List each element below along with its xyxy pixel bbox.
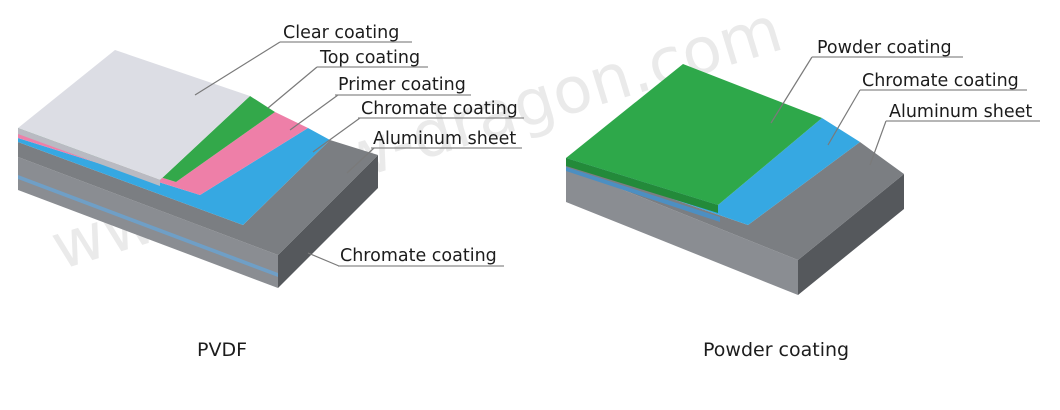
pvdf-chromate-bottom-layer	[18, 175, 278, 277]
pvdf-leader-chromate-top	[312, 117, 361, 153]
powder-aluminum-side	[798, 174, 904, 295]
powder-leader-powder	[770, 56, 813, 124]
pvdf-label-chromate-coating-bottom: Chromate coating	[340, 246, 497, 266]
pvdf-clear-layer-edge	[18, 128, 160, 186]
pvdf-aluminum-front	[18, 157, 278, 288]
powder-label-aluminum-sheet: Aluminum sheet	[889, 102, 1032, 122]
pvdf-chromate-top-layer	[18, 128, 330, 225]
powder-caption: Powder coating	[703, 339, 849, 361]
powder-diagram: Powder coating Chromate coating Aluminum…	[566, 38, 1040, 361]
powder-coating-layer	[566, 64, 822, 205]
pvdf-label-aluminum-sheet: Aluminum sheet	[373, 129, 516, 149]
pvdf-caption: PVDF	[197, 339, 247, 361]
pvdf-aluminum-side	[278, 155, 378, 288]
pvdf-leader-primer	[289, 94, 339, 131]
powder-aluminum-front	[566, 167, 798, 295]
pvdf-leader-top	[267, 66, 318, 109]
pvdf-leader-chromate-bottom	[307, 252, 340, 267]
pvdf-leader-aluminum	[346, 147, 375, 174]
powder-chromate-edge	[566, 167, 720, 222]
pvdf-clear-layer	[18, 50, 250, 180]
pvdf-label-top-coating: Top coating	[319, 48, 420, 68]
powder-leader-aluminum	[869, 120, 887, 166]
powder-leader-chromate	[827, 89, 861, 146]
pvdf-diagram: Clear coating Top coating Primer coating…	[18, 23, 524, 361]
pvdf-label-primer-coating: Primer coating	[338, 75, 466, 95]
pvdf-label-chromate-coating-top: Chromate coating	[361, 99, 518, 119]
pvdf-aluminum-top	[18, 140, 378, 255]
powder-label-chromate-coating: Chromate coating	[862, 71, 1019, 91]
powder-coating-edge	[566, 158, 718, 213]
powder-aluminum-top	[566, 142, 904, 260]
pvdf-leader-clear	[194, 41, 281, 96]
pvdf-top-layer	[18, 96, 275, 182]
powder-label-powder-coating: Powder coating	[817, 38, 952, 58]
pvdf-label-clear-coating: Clear coating	[283, 23, 399, 43]
